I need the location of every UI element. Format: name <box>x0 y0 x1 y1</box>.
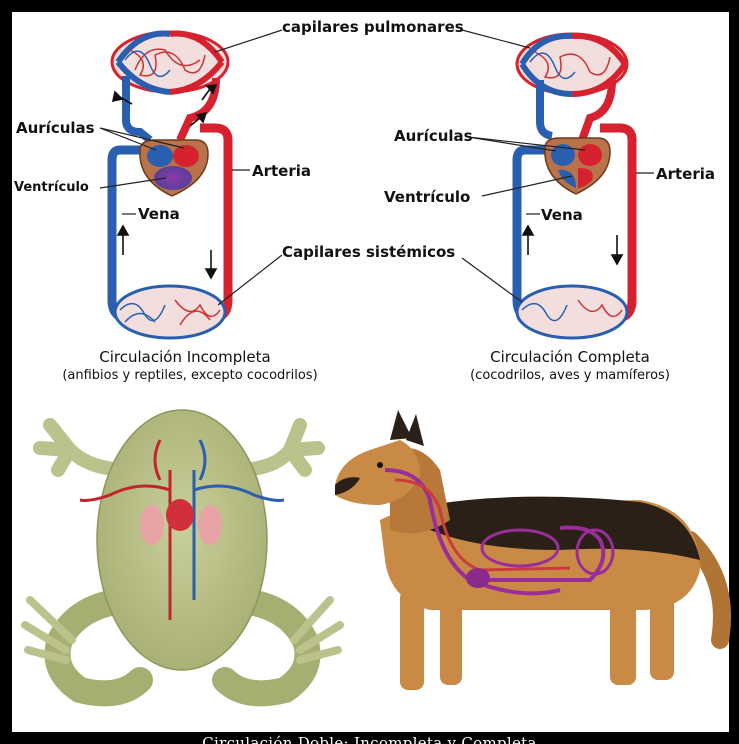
label-ventriculo-right: Ventrículo <box>384 188 470 206</box>
label-capilares-pulmonares: capilares pulmonares <box>282 18 464 36</box>
systemic-capillaries-right <box>517 286 627 338</box>
label-auriculas-left: Aurículas <box>16 119 95 137</box>
label-auriculas-right: Aurículas <box>394 127 473 145</box>
label-ventriculo-left: Ventrículo <box>14 180 89 195</box>
label-arteria-left: Arteria <box>252 162 311 180</box>
label-vena-right: Vena <box>541 206 583 224</box>
mixed-ventricle <box>154 166 192 190</box>
frog-illustration <box>25 410 340 693</box>
caption-complete-subtitle: (cocodrilos, aves y mamíferos) <box>420 368 720 383</box>
dog-illustration <box>335 410 722 690</box>
caption-complete-title: Circulación Completa <box>440 348 700 366</box>
complete-circulation-schematic <box>517 34 632 338</box>
incomplete-circulation-schematic <box>112 32 228 338</box>
caption-incomplete-title: Circulación Incompleta <box>40 348 330 366</box>
footer-caption: Circulación Doble: Incompleta y Completa <box>0 731 739 744</box>
label-vena-left: Vena <box>138 205 180 223</box>
systemic-capillaries-left <box>115 286 225 338</box>
label-arteria-right: Arteria <box>656 165 715 183</box>
label-capilares-sistemicos: Capilares sistémicos <box>282 243 455 261</box>
caption-incomplete-subtitle: (anfibios y reptiles, excepto cocodrilos… <box>10 368 370 383</box>
